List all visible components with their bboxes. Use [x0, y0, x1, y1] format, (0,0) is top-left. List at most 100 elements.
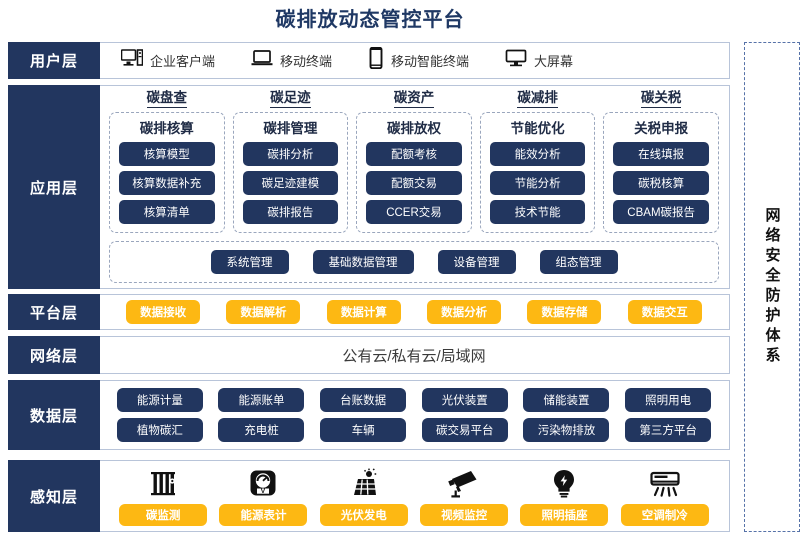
app-group-title: 碳盘查 [146, 90, 188, 108]
app-feature-pill[interactable]: 技术节能 [489, 199, 586, 224]
app-common-services: 系统管理 基础数据管理 设备管理 组态管理 [109, 240, 719, 283]
app-feature-pill[interactable]: 核算数据补充 [119, 170, 215, 195]
sense-item-lighting-socket[interactable]: 照明插座 [520, 464, 609, 526]
user-item-large-screen[interactable]: 大屏幕 [505, 49, 573, 72]
sense-label[interactable]: 光伏发电 [319, 504, 408, 526]
app-card-title: 节能优化 [510, 120, 565, 136]
app-group-carbon-reduction: 碳减排 节能优化 能效分析 节能分析 技术节能 [479, 90, 596, 233]
app-card-title: 碳排核算 [139, 120, 194, 136]
sense-item-video-surveillance[interactable]: 视频监控 [420, 464, 509, 526]
app-feature-pill[interactable]: 碳排分析 [242, 141, 339, 166]
layer-network: 网络层 公有云/私有云/局域网 [8, 336, 730, 374]
data-row: 能源计量 能源账单 台账数据 光伏装置 储能装置 照明用电 [113, 388, 715, 412]
app-feature-pill[interactable]: 能效分析 [489, 141, 586, 166]
data-pill-pv-device[interactable]: 光伏装置 [421, 388, 508, 412]
layer-label-data: 数据层 [8, 380, 100, 450]
app-feature-pill[interactable]: 配额交易 [366, 170, 462, 195]
app-group-card: 碳排放权 配额考核 配额交易 CCER交易 [356, 111, 472, 233]
app-feature-pill[interactable]: 节能分析 [489, 170, 586, 195]
data-pill-energy-bill[interactable]: 能源账单 [218, 388, 305, 412]
layer-data: 数据层 能源计量 能源账单 台账数据 光伏装置 储能装置 照明用电 植物碳汇 充… [8, 380, 730, 450]
app-group-title: 碳减排 [517, 90, 558, 108]
common-pill-device-management[interactable]: 设备管理 [437, 249, 516, 274]
app-group-card: 碳排管理 碳排分析 碳足迹建模 碳排报告 [232, 111, 349, 233]
security-system-label: 网络安全防护体系 [763, 207, 781, 367]
platform-pill-data-exchange[interactable]: 数据交互 [627, 300, 702, 324]
app-group-title: 碳资产 [393, 90, 435, 108]
app-feature-pill[interactable]: 碳足迹建模 [242, 170, 339, 195]
data-pill-vehicle[interactable]: 车辆 [320, 418, 407, 442]
data-pill-charging-pile[interactable]: 充电桩 [218, 418, 305, 442]
layer-label-application: 应用层 [8, 85, 100, 289]
laptop-icon [251, 49, 273, 72]
sense-label[interactable]: 碳监测 [119, 504, 208, 526]
app-feature-pill[interactable]: 核算模型 [119, 141, 215, 166]
user-item-label: 大屏幕 [534, 54, 574, 69]
smartphone-icon [368, 46, 384, 74]
layer-perception: 感知层 [8, 460, 730, 532]
app-feature-pill[interactable]: 在线填报 [613, 141, 709, 166]
layer-label-perception: 感知层 [8, 460, 100, 532]
sense-label[interactable]: 能源表计 [219, 504, 308, 526]
common-pill-configuration-management[interactable]: 组态管理 [539, 249, 618, 274]
app-card-title: 碳排放权 [386, 120, 441, 136]
sense-item-carbon-monitoring[interactable]: 碳监测 [119, 464, 208, 526]
desktop-tower-icon [120, 49, 144, 72]
user-item-label: 企业客户端 [150, 54, 216, 69]
app-group-card: 节能优化 能效分析 节能分析 技术节能 [479, 111, 596, 233]
data-pill-energy-metering[interactable]: 能源计量 [116, 388, 203, 412]
user-item-label: 移动终端 [280, 54, 333, 69]
sense-item-air-conditioning[interactable]: 空调制冷 [620, 464, 709, 526]
layer-application: 应用层 碳盘查 碳排核算 核算模型 核算数据补充 核算清单 碳足迹 碳排管理 [8, 85, 730, 289]
user-item-enterprise-client[interactable]: 企业客户端 [120, 49, 216, 72]
sense-label[interactable]: 照明插座 [520, 504, 609, 526]
app-feature-pill[interactable]: CCER交易 [366, 199, 462, 224]
light-bulb-icon [551, 464, 577, 498]
app-feature-pill[interactable]: CBAM碳报告 [613, 199, 709, 224]
data-pill-lighting-power[interactable]: 照明用电 [625, 388, 712, 412]
user-item-label: 移动智能终端 [391, 54, 470, 69]
app-group-title: 碳关税 [640, 90, 682, 108]
app-feature-pill[interactable]: 碳税核算 [613, 170, 709, 195]
app-group-carbon-footprint: 碳足迹 碳排管理 碳排分析 碳足迹建模 碳排报告 [232, 90, 349, 233]
data-pill-storage-device[interactable]: 储能装置 [523, 388, 610, 412]
data-pill-third-party-platform[interactable]: 第三方平台 [625, 418, 712, 442]
air-conditioner-icon [649, 464, 681, 498]
layer-label-user: 用户层 [8, 42, 100, 79]
app-group-carbon-asset: 碳资产 碳排放权 配额考核 配额交易 CCER交易 [356, 90, 472, 233]
sense-item-energy-meter[interactable]: V 能源表计 [219, 464, 308, 526]
data-pill-pollutant-emission[interactable]: 污染物排放 [523, 418, 610, 442]
sense-item-pv-generation[interactable]: 光伏发电 [319, 464, 408, 526]
app-feature-pill[interactable]: 配额考核 [366, 141, 462, 166]
data-pill-ledger-data[interactable]: 台账数据 [320, 388, 407, 412]
user-item-smart-mobile-terminal[interactable]: 移动智能终端 [368, 46, 470, 74]
app-feature-pill[interactable]: 核算清单 [119, 199, 215, 224]
common-pill-system-management[interactable]: 系统管理 [210, 249, 289, 274]
sense-label[interactable]: 空调制冷 [620, 504, 709, 526]
sense-label[interactable]: 视频监控 [420, 504, 509, 526]
network-options-text: 公有云/私有云/局域网 [342, 347, 486, 365]
carbon-monitor-icon [148, 464, 178, 498]
data-pill-carbon-trading-platform[interactable]: 碳交易平台 [421, 418, 508, 442]
data-pill-plant-carbon-sink[interactable]: 植物碳汇 [116, 418, 203, 442]
layer-body-network: 公有云/私有云/局域网 [99, 337, 729, 373]
platform-pill-data-computation[interactable]: 数据计算 [326, 300, 401, 324]
platform-pill-data-analysis[interactable]: 数据分析 [427, 300, 502, 324]
svg-text:V: V [261, 488, 266, 495]
layer-user: 用户层 企业客户端 [8, 42, 730, 79]
app-group-carbon-inventory: 碳盘查 碳排核算 核算模型 核算数据补充 核算清单 [109, 90, 225, 233]
platform-pill-data-parsing[interactable]: 数据解析 [226, 300, 301, 324]
layer-body-data: 能源计量 能源账单 台账数据 光伏装置 储能装置 照明用电 植物碳汇 充电桩 车… [99, 381, 729, 449]
platform-pill-data-storage[interactable]: 数据存储 [527, 300, 602, 324]
common-pill-basic-data-management[interactable]: 基础数据管理 [312, 249, 414, 274]
layer-platform: 平台层 数据接收 数据解析 数据计算 数据分析 数据存储 数据交互 [8, 294, 730, 330]
monitor-icon [505, 49, 527, 72]
app-feature-pill[interactable]: 碳排报告 [242, 199, 339, 224]
security-system-band: 网络安全防护体系 [744, 42, 800, 532]
layer-body-application: 碳盘查 碳排核算 核算模型 核算数据补充 核算清单 碳足迹 碳排管理 碳排分析 … [99, 86, 729, 288]
app-group-card: 碳排核算 核算模型 核算数据补充 核算清单 [109, 111, 225, 233]
app-group-carbon-tariff: 碳关税 关税申报 在线填报 碳税核算 CBAM碳报告 [603, 90, 719, 233]
user-item-mobile-terminal[interactable]: 移动终端 [251, 49, 332, 72]
platform-pill-data-reception[interactable]: 数据接收 [126, 300, 201, 324]
layer-label-platform: 平台层 [8, 294, 100, 330]
